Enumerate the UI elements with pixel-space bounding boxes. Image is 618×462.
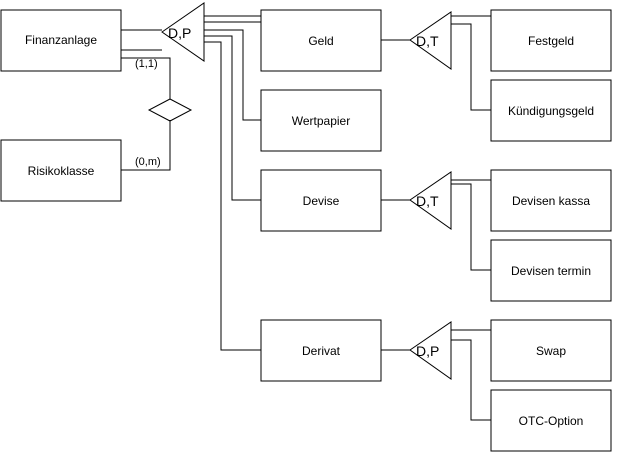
entity-derivat-box bbox=[260, 319, 382, 382]
entity-finanzanlage-box bbox=[0, 9, 122, 72]
entity-derivat-label: Derivat bbox=[302, 344, 341, 358]
generalization-label-devise: D,T bbox=[416, 193, 439, 209]
entity-wertpapier-label: Wertpapier bbox=[292, 114, 350, 128]
entity-finanzanlage-label: Finanzanlage bbox=[25, 33, 97, 47]
entity-wertpapier-box bbox=[260, 89, 382, 152]
entity-kuendigungsgeld-label: Kündigungsgeld bbox=[508, 104, 594, 118]
relationship-diamond bbox=[147, 98, 193, 122]
entity-devisen-termin-label: Devisen termin bbox=[511, 264, 591, 278]
generalization-label-derivat: D,P bbox=[416, 343, 439, 359]
entity-devise-box bbox=[260, 169, 382, 232]
entity-kuendigungsgeld-box bbox=[490, 79, 612, 142]
entity-swap-label: Swap bbox=[536, 344, 566, 358]
generalization-triangle-devise bbox=[409, 171, 452, 230]
entity-festgeld-label: Festgeld bbox=[528, 34, 574, 48]
entity-geld-label: Geld bbox=[308, 34, 333, 48]
cardinality-risikoklasse: (0,m) bbox=[135, 156, 161, 168]
entity-festgeld-box bbox=[490, 9, 612, 72]
entity-devisen-kassa-box bbox=[490, 169, 612, 232]
entity-risikoklasse-box bbox=[0, 139, 122, 202]
entity-devise-label: Devise bbox=[303, 194, 340, 208]
generalization-label-geld: D,T bbox=[416, 33, 439, 49]
entity-otc-option-box bbox=[490, 389, 612, 452]
entity-otc-option-label: OTC-Option bbox=[519, 414, 584, 428]
entity-devisen-termin-box bbox=[490, 239, 612, 302]
generalization-triangle-finanzanlage bbox=[161, 2, 205, 62]
entity-devisen-kassa-label: Devisen kassa bbox=[512, 194, 590, 208]
cardinality-finanzanlage: (1,1) bbox=[135, 58, 158, 70]
generalization-label-finanzanlage: D,P bbox=[168, 25, 191, 41]
entity-geld-box bbox=[260, 9, 382, 72]
connector-lines bbox=[121, 15, 491, 421]
generalization-triangle-derivat bbox=[409, 321, 452, 380]
generalization-triangle-geld bbox=[409, 11, 452, 70]
entity-swap-box bbox=[490, 319, 612, 382]
entity-risikoklasse-label: Risikoklasse bbox=[28, 164, 95, 178]
